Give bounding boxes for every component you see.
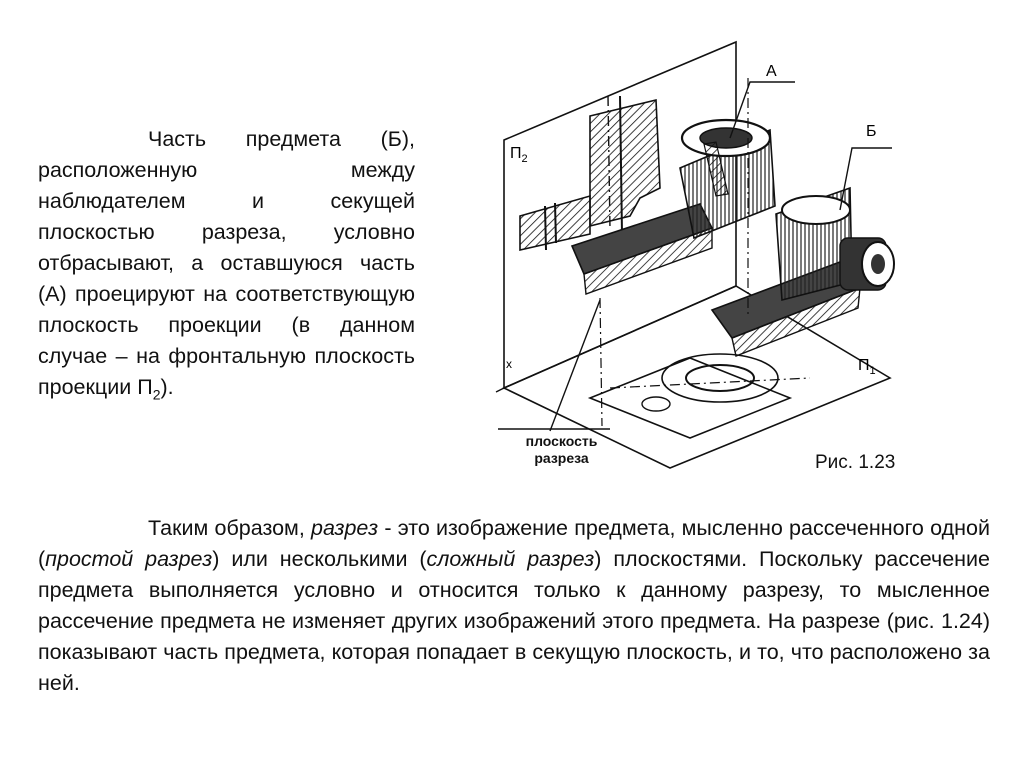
top-view-projection [587,353,811,439]
left-paragraph-tail: ). [160,375,174,399]
cutting-plane-label-line2: разреза [534,450,589,466]
cutting-plane-label: плоскость разреза [514,433,609,467]
term-razrez: разрез [311,516,379,540]
label-p1: П1 [858,357,876,377]
term-simple-section: простой разрез [45,547,213,571]
label-b: Б [866,123,877,140]
frontal-section-projection [519,95,661,252]
horizontal-plane [502,285,892,469]
left-paragraph-text: Часть предмета (Б), расположенную между … [38,127,415,399]
label-x: x [506,357,512,371]
cutting-plane-label-line1: плоскость [525,433,598,449]
label-a: А [766,63,777,80]
left-paragraph: Часть предмета (Б), расположенную между … [38,124,415,410]
bottom-paragraph: Таким образом, разрез - это изображение … [38,513,990,699]
bottom-part2: - это изображение предмета, мысленно рас… [38,516,990,571]
section-illustration: А Б П2 П1 x [495,40,895,469]
bottom-part1: Таким образом, [148,516,312,540]
bottom-part3: ) или несколькими ( [212,547,427,571]
part-a [570,118,776,295]
left-paragraph-subscript: 2 [152,386,161,403]
part-b [710,186,895,357]
bottom-part4: ) плоскостями. Поскольку рассечение пред… [38,547,990,695]
figure-caption: Рис. 1.23 [815,452,896,473]
term-complex-section: сложный разрез [426,547,595,571]
label-p2: П2 [510,145,528,165]
